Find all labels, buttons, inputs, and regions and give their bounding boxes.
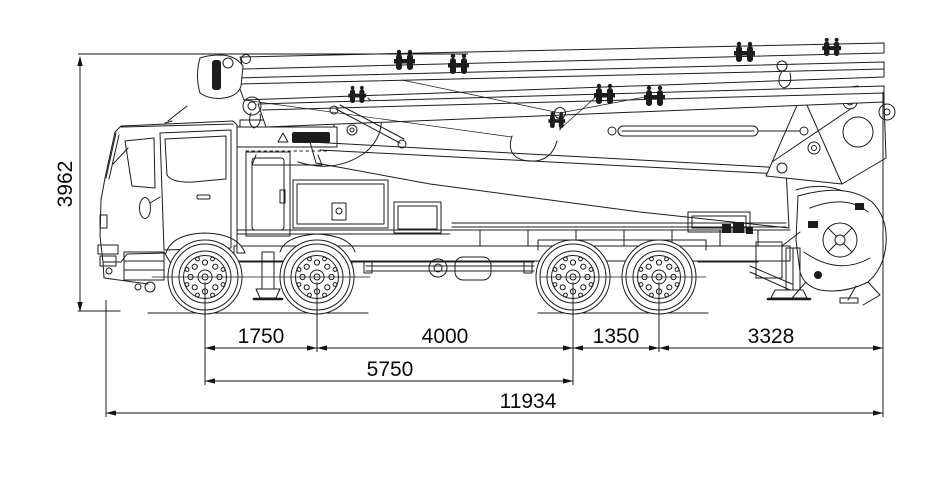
pump-truck-drawing	[77, 37, 896, 315]
boom-tip-head	[197, 54, 262, 129]
brand-logo-mark	[277, 132, 289, 143]
dim-overall-length: 11934	[500, 390, 557, 413]
front-wheels	[167, 233, 356, 315]
truck-cab	[97, 105, 246, 293]
dim-axle1-axle2: 1750	[238, 325, 285, 348]
brand-logo	[292, 132, 330, 143]
hopper-assembly	[755, 189, 887, 306]
toolbox-large	[292, 179, 389, 229]
boom-cylinder-main	[607, 125, 809, 137]
boom-section-1	[309, 141, 790, 229]
dim-rear-overhang: 3328	[748, 325, 795, 348]
front-outrigger	[252, 251, 284, 301]
dimension-labels: 3962 1750 4000 1350 3328 5750 11934	[54, 161, 794, 413]
rear-deck-box	[687, 211, 753, 234]
rear-outrigger	[766, 247, 812, 301]
dim-axle2-axle3: 4000	[422, 325, 469, 348]
ground-lines	[77, 310, 709, 314]
boom-section-3	[235, 61, 885, 101]
dim-axle1-axle3: 5750	[367, 358, 414, 381]
boom-section-2	[257, 85, 885, 128]
boom-cylinder-front	[329, 104, 407, 149]
boom-knuckle-plates	[765, 85, 896, 199]
dim-axle3-axle4: 1350	[593, 325, 640, 348]
toolbox-small	[393, 201, 442, 234]
dim-overall-height: 3962	[54, 161, 77, 208]
dimension-lines	[77, 53, 884, 417]
